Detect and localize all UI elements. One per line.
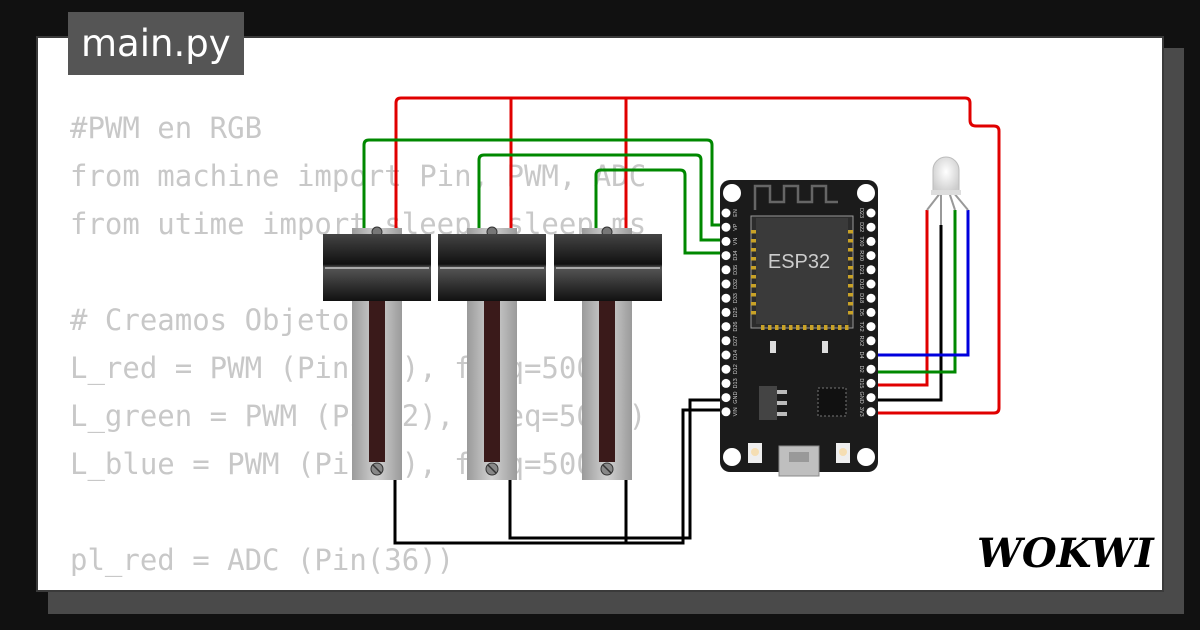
board-pin-label: D23 [858,208,864,218]
board-pin[interactable] [866,364,876,374]
code-line: pl_red = ADC (Pin(36)) [70,543,455,577]
wire-vcc-main [394,96,1001,415]
board-pin[interactable] [866,279,876,289]
wires-vcc [394,96,1001,415]
board-pin-label: D33 [733,293,739,303]
board-pin-label: D34 [733,251,739,261]
board-pin-label: VP [733,223,739,231]
board-pin-label: D18 [858,293,864,303]
wire-signal-3 [594,168,727,255]
code-line: from utime import sleep, sleep_ms [70,207,647,241]
board-pin[interactable] [721,265,731,275]
board-pin[interactable] [721,251,731,261]
board-pin-label: GND [858,391,864,403]
board-pin[interactable] [866,251,876,261]
board-pin[interactable] [721,407,731,417]
file-tab[interactable]: main.py [68,12,244,75]
board-pin[interactable] [721,307,731,317]
board-pin-label: D2 [858,366,864,373]
wire-led-blue [871,210,970,357]
board-pin[interactable] [721,293,731,303]
board-pin[interactable] [866,293,876,303]
board-pin[interactable] [721,393,731,403]
board-pin-label: D13 [733,378,739,388]
board-pin-label: RX2 [858,335,864,346]
board-pin[interactable] [866,307,876,317]
slide-potentiometer-2[interactable] [438,226,546,480]
board-pin[interactable] [721,222,731,232]
board-pin[interactable] [866,208,876,218]
board-pin-label: D26 [733,322,739,332]
board-pin-label: GND [733,391,739,403]
wokwi-logo-mark: WOKWI [977,530,1155,577]
board-pin[interactable] [866,236,876,246]
board-pin[interactable] [866,336,876,346]
board-pin-label: VN [733,238,739,246]
board-pin[interactable] [866,265,876,275]
board-pin[interactable] [721,208,731,218]
board-pin[interactable] [721,236,731,246]
wire-gnd-2 [508,398,727,540]
board-pin[interactable] [866,393,876,403]
code-line: # Creamos Objetos [70,303,367,337]
board-pin-label: D35 [733,265,739,275]
board-pin[interactable] [866,378,876,388]
board-pin-label: 3V3 [858,407,864,417]
board-pin-label: D4 [858,351,864,358]
board-pin[interactable] [866,407,876,417]
board-pin[interactable] [866,350,876,360]
board-pin-label: D21 [858,265,864,275]
board-pin[interactable] [721,364,731,374]
board-pin[interactable] [721,378,731,388]
board-pin[interactable] [866,222,876,232]
board-pin[interactable] [721,336,731,346]
board-pin-label: EN [733,209,739,217]
slide-potentiometer-1[interactable] [323,226,431,480]
esp32-board[interactable]: ESP32 ENVPVND34D35D32D33D25D26D27D14D12D… [720,180,878,477]
board-pin-label: D22 [858,222,864,232]
wokwi-logo: WOKWI [977,530,1155,577]
code-line: from machine import Pin, PWM, ADC [70,159,647,193]
board-pin-label: VIN [733,407,739,416]
wire-signal-1 [362,138,727,228]
code-line: #PWM en RGB [70,111,263,145]
wires-signal [362,138,957,374]
board-pin-label: D19 [858,279,864,289]
antenna [753,184,838,210]
board-pin-label: RX0 [858,250,864,261]
board-pin[interactable] [721,322,731,332]
board-pin-label: D15 [858,378,864,388]
board-pin-label: D14 [733,350,739,360]
slide-potentiometer-3[interactable] [554,226,662,480]
board-pin-label: D27 [733,336,739,346]
board-pin[interactable] [866,322,876,332]
wire-led-red [871,210,929,387]
board-pin-label: D32 [733,279,739,289]
board-label: ESP32 [768,251,830,273]
wires-gnd [393,225,943,545]
board-pin-label: TX2 [858,322,864,332]
board-pin-label: D25 [733,307,739,317]
board-pin-label: D12 [733,364,739,374]
board-pin-label: TX0 [858,236,864,246]
wire-gnd-1 [393,408,727,545]
wire-signal-2 [477,153,727,242]
board-pin[interactable] [721,279,731,289]
rgb-led[interactable] [926,156,969,225]
board-pin[interactable] [721,350,731,360]
wire-gnd-led [871,225,943,402]
wire-led-green [871,210,957,374]
board-pin-label: D5 [858,309,864,316]
